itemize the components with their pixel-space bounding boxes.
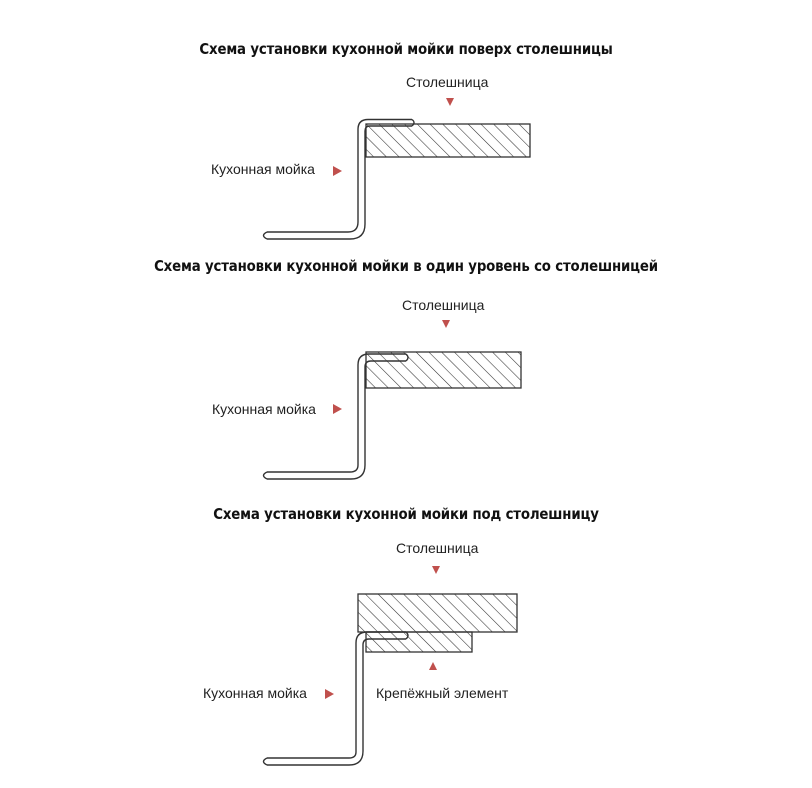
panel-3-title: Схема установки кухонной мойки под столе… bbox=[213, 505, 599, 523]
panel-3-sink-label: Кухонная мойка bbox=[203, 685, 307, 701]
panel-3-fastener-arrow bbox=[429, 662, 437, 670]
panel-1-countertop bbox=[365, 123, 531, 158]
panel-1-countertop-arrow bbox=[446, 98, 454, 106]
panel-3-drawing bbox=[262, 566, 518, 766]
panel-1-drawing bbox=[262, 98, 531, 240]
panel-2-countertop-label: Столешница bbox=[402, 297, 485, 313]
panel-2-sink-arrow bbox=[333, 404, 342, 414]
panel-3-countertop-arrow bbox=[432, 566, 440, 574]
panel-3-fastener-label: Крепёжный элемент bbox=[376, 685, 509, 701]
panel-3-countertop-label: Столешница bbox=[396, 540, 479, 556]
panel-1-title: Схема установки кухонной мойки поверх ст… bbox=[199, 40, 613, 58]
panel-1-countertop-label: Столешница bbox=[406, 74, 489, 90]
panel-2-sink-label: Кухонная мойка bbox=[212, 401, 316, 417]
panel-1-sink-label: Кухонная мойка bbox=[211, 161, 315, 177]
panel-2-countertop-arrow bbox=[442, 320, 450, 328]
panel-2-title: Схема установки кухонной мойки в один ур… bbox=[154, 257, 658, 275]
panel-3-sink-arrow bbox=[325, 689, 334, 699]
panel-2-countertop bbox=[365, 351, 522, 389]
panel-1-sink-arrow bbox=[333, 166, 342, 176]
panel-2-drawing bbox=[262, 320, 522, 480]
panel-3-fastener bbox=[365, 631, 473, 653]
panel-3-countertop bbox=[357, 593, 518, 633]
